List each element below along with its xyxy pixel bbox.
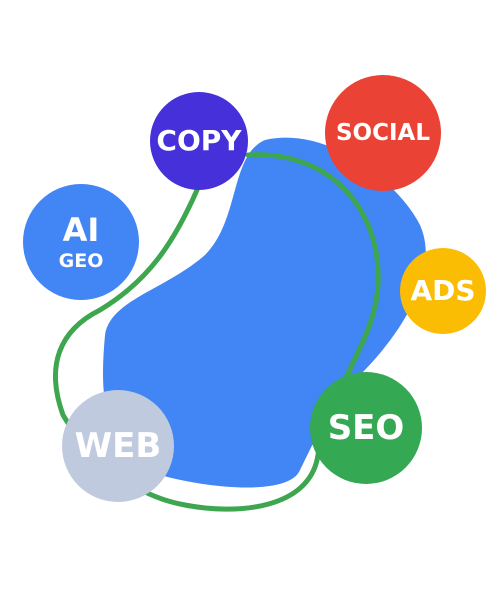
- ai-label: AI: [62, 210, 100, 249]
- central-blob: [103, 137, 426, 488]
- social-label: SOCIAL: [335, 119, 430, 146]
- copy-label: COPY: [156, 124, 242, 157]
- ai-geo-bubble[interactable]: AI GEO: [23, 184, 139, 300]
- social-bubble[interactable]: SOCIAL: [325, 75, 441, 191]
- ads-bubble[interactable]: ADS: [400, 248, 486, 334]
- seo-bubble[interactable]: SEO: [310, 372, 422, 484]
- copy-bubble[interactable]: COPY: [150, 92, 248, 190]
- seo-label: SEO: [327, 408, 405, 448]
- ads-label: ADS: [410, 274, 476, 307]
- connector-curve: [53, 152, 381, 512]
- web-bubble[interactable]: WEB: [62, 390, 174, 502]
- web-label: WEB: [74, 426, 162, 466]
- geo-label: GEO: [58, 249, 104, 272]
